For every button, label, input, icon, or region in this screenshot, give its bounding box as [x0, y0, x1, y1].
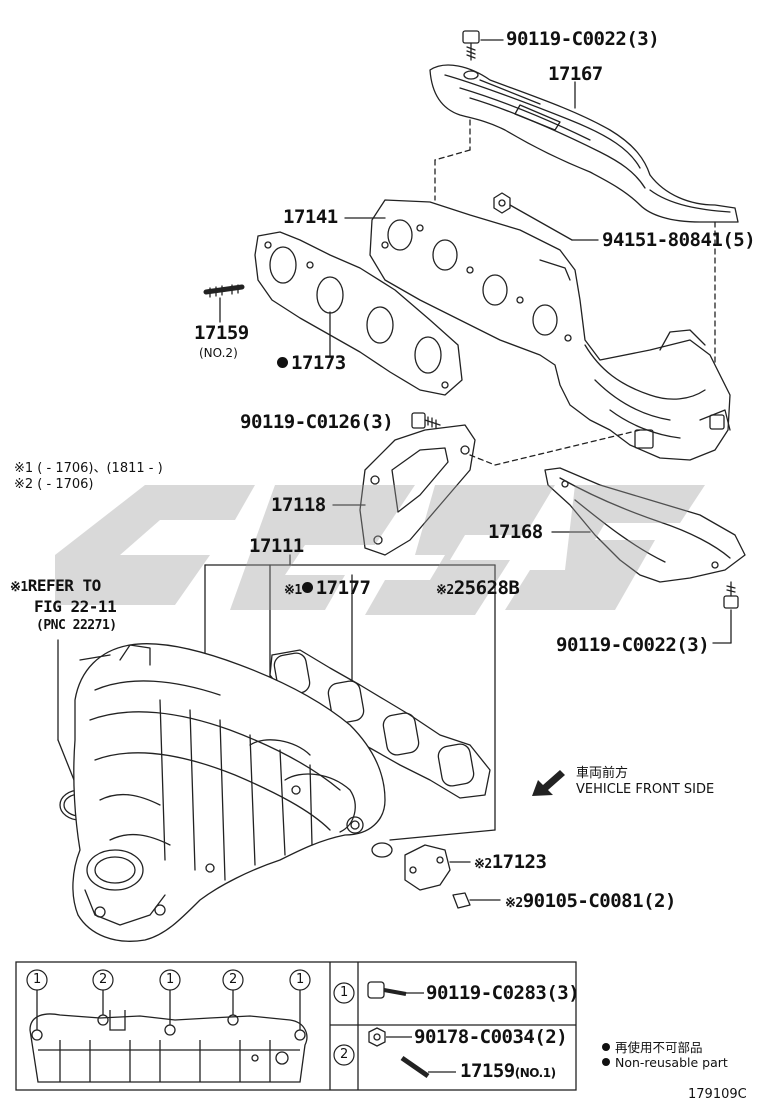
- exhaust-gasket-shape: [254, 231, 463, 396]
- row2-marker: 2: [340, 1047, 349, 1062]
- plate-17123-shape: [404, 844, 451, 891]
- label-nut[interactable]: 94151-80841(5): [602, 229, 756, 251]
- label-refer-to[interactable]: ※1REFER TO: [10, 576, 101, 595]
- marker-1c: 1: [296, 972, 305, 987]
- bolt-90105-icon: [452, 892, 501, 909]
- label-refer-pnc: (PNC 22271): [36, 618, 117, 633]
- front-side-arrow-icon: [532, 770, 565, 796]
- legend-dot-icon: [602, 1058, 610, 1066]
- label-cover-lower[interactable]: 17168: [488, 521, 543, 543]
- front-side-jp: 車両前方: [576, 766, 629, 781]
- label-washer-90178-c0034[interactable]: 90178-C0034(2): [414, 1026, 568, 1048]
- exhaust-manifold-shape: [369, 199, 731, 461]
- intake-manifold-shape: [72, 643, 386, 942]
- row1-marker: 1: [340, 985, 349, 1000]
- non-reusable-dot-icon: [301, 582, 313, 593]
- label-bolt-top[interactable]: 90119-C0022(3): [506, 28, 660, 50]
- bottom-panel-frame: [15, 961, 577, 1091]
- label-stud-note: (NO.2): [199, 346, 238, 360]
- marker-1b: 1: [166, 972, 175, 987]
- label-bolt-lower[interactable]: 90119-C0022(3): [556, 634, 710, 656]
- label-bolt-mid[interactable]: 90119-C0126(3): [240, 411, 394, 433]
- label-stud[interactable]: 17159: [194, 322, 249, 344]
- label-intake-manifold[interactable]: 17111: [249, 535, 304, 557]
- label-bolt-90105[interactable]: ※290105-C0081(2): [505, 890, 676, 912]
- front-side-en: VEHICLE FRONT SIDE: [576, 782, 715, 797]
- label-bracket[interactable]: 17118: [271, 494, 326, 516]
- washer-90178-c0034-icon: [368, 1027, 386, 1047]
- nut-icon: [493, 192, 511, 214]
- heat-insulator-lower-shape: [544, 467, 746, 583]
- note-2: ※2 ( - 1706): [14, 477, 94, 492]
- label-exhaust-manifold[interactable]: 17141: [283, 206, 338, 228]
- heat-insulator-upper-shape: [429, 64, 739, 223]
- stud-icon: [203, 284, 245, 298]
- bolt-top-icon: [462, 30, 480, 61]
- legend-jp: 再使用不可部品: [602, 1037, 703, 1056]
- bolt-90119-c0283-icon: [367, 981, 407, 999]
- ring-25628b-shape: [371, 842, 393, 858]
- label-bolt-90119-c0283[interactable]: 90119-C0283(3): [426, 982, 580, 1004]
- label-exhaust-gasket[interactable]: 17173: [277, 352, 346, 374]
- label-stud-no1[interactable]: 17159(NO.1): [460, 1060, 556, 1082]
- stud-17159-no1-icon: [400, 1055, 430, 1079]
- marker-1a: 1: [33, 972, 42, 987]
- bracket-shape: [359, 424, 476, 556]
- figure-code: 179109C: [688, 1087, 747, 1102]
- bolt-mid-icon: [411, 412, 441, 429]
- label-25628b[interactable]: ※225628B: [436, 577, 520, 599]
- label-heat-insulator[interactable]: 17167: [548, 63, 603, 85]
- marker-2b: 2: [229, 972, 238, 987]
- label-17123[interactable]: ※217123: [474, 851, 547, 873]
- bolt-lower-icon: [723, 581, 739, 609]
- non-reusable-dot-icon: [277, 357, 288, 368]
- legend-en: Non-reusable part: [602, 1055, 728, 1070]
- label-refer-fig[interactable]: FIG 22-11: [34, 597, 117, 616]
- note-1: ※1 ( - 1706)、(1811 - ): [14, 461, 163, 476]
- marker-2a: 2: [99, 972, 108, 987]
- legend-dot-icon: [602, 1043, 610, 1051]
